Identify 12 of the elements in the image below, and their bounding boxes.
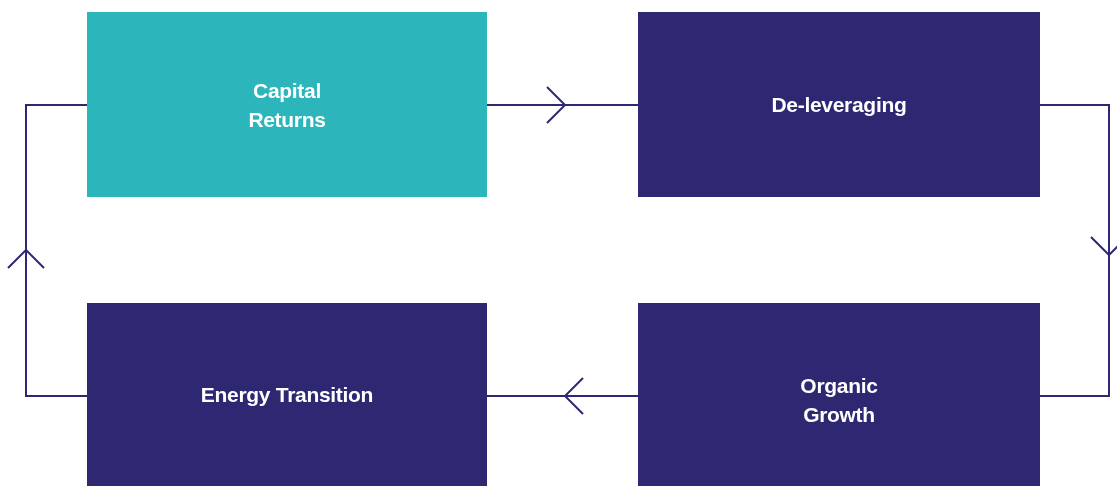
arrow: [486, 377, 639, 415]
box-label: Capital Returns: [247, 77, 327, 133]
box-label: Energy Transition: [200, 382, 374, 408]
process-box: [87, 12, 487, 197]
arrow: [7, 104, 88, 397]
box-label: De-leveraging: [771, 92, 907, 118]
process-box: [87, 303, 487, 486]
box-label: Organic Growth: [799, 372, 879, 428]
process-box: [638, 303, 1040, 486]
arrow: [486, 86, 639, 124]
arrow: [1039, 104, 1117, 397]
process-box: [638, 12, 1040, 197]
